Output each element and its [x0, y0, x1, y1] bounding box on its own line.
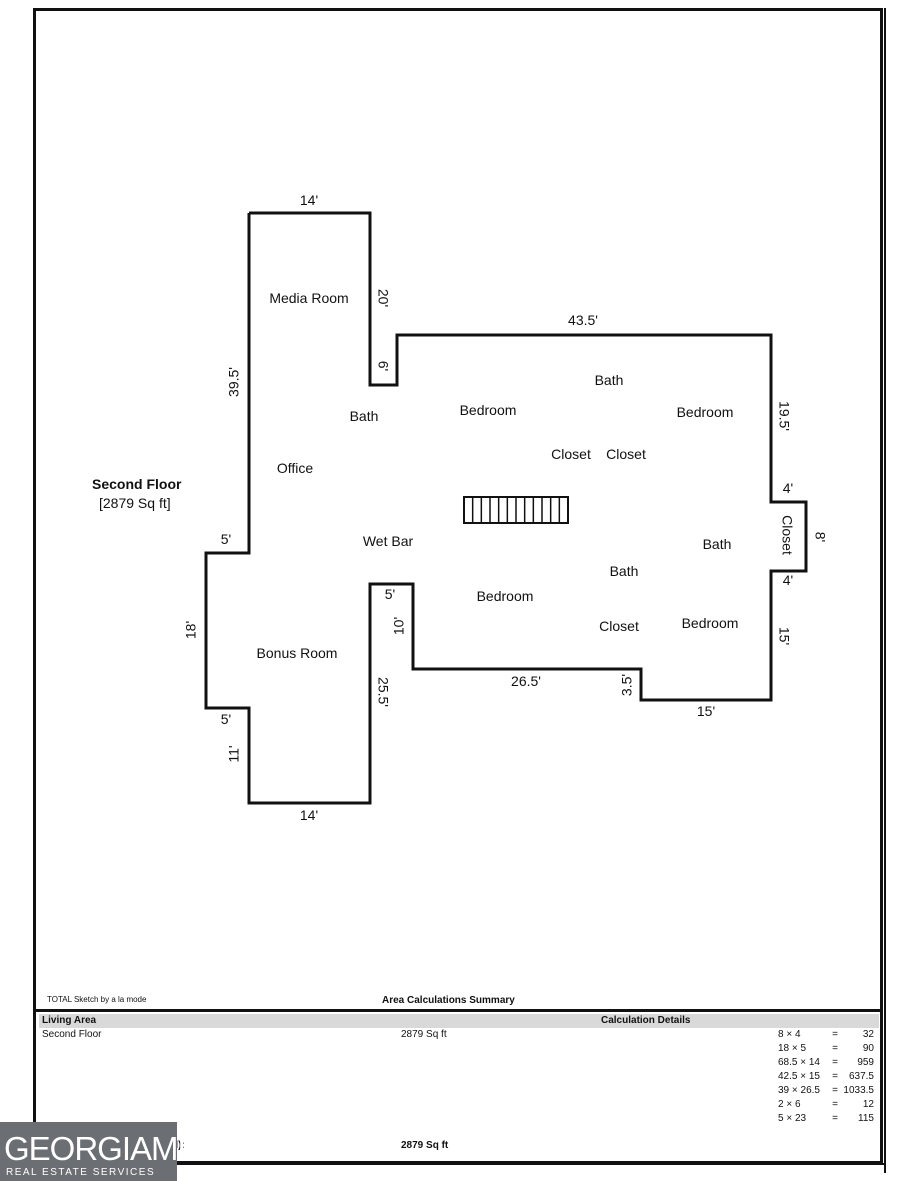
dim-19-5: 19.5' — [776, 401, 792, 431]
summary-header-bar — [39, 1014, 879, 1028]
dim-39-5: 39.5' — [226, 367, 242, 397]
calc-row: 39 × 26.5=1033.5 — [778, 1085, 874, 1096]
calc-row: 68.5 × 14=959 — [778, 1057, 874, 1068]
floor-outline — [204, 211, 808, 805]
calc-row: 5 × 23=115 — [778, 1113, 874, 1124]
page-frame — [33, 8, 883, 1164]
dim-15-bottom: 15' — [697, 703, 715, 719]
calc-row: 18 × 5=90 — [778, 1043, 874, 1054]
dim-5-bot: 5' — [221, 711, 231, 727]
dim-15-right: 15' — [776, 627, 792, 645]
room-bath-3: Bath — [610, 563, 639, 579]
dim-4-top: 4' — [783, 480, 793, 496]
dim-26-5: 26.5' — [511, 673, 541, 689]
dim-43-5: 43.5' — [568, 312, 598, 328]
total-label: d): — [172, 1140, 185, 1151]
logo-main-text: GEORGIAMLS — [4, 1130, 217, 1167]
dim-4-bot: 4' — [783, 572, 793, 588]
sketch-credit: TOTAL Sketch by a la mode — [47, 995, 147, 1004]
room-closet-3: Closet — [599, 618, 639, 634]
room-bath-4: Bath — [703, 536, 732, 552]
dim-5-mid: 5' — [385, 586, 395, 602]
dim-6: 6' — [375, 361, 391, 371]
calc-row: 42.5 × 15=637.5 — [778, 1071, 874, 1082]
room-closet-2: Closet — [606, 446, 646, 462]
frame-shadow-right — [884, 8, 886, 1173]
dim-3-5: 3.5' — [619, 674, 635, 696]
row-floor-area: 2879 Sq ft — [401, 1029, 447, 1040]
summary-title: Area Calculations Summary — [382, 995, 515, 1006]
calc-row: 2 × 6=12 — [778, 1099, 874, 1110]
room-bonus-room: Bonus Room — [257, 645, 338, 661]
floor-area: [2879 Sq ft] — [99, 495, 171, 511]
dim-5-top: 5' — [221, 531, 231, 547]
logo-sub-text: REAL ESTATE SERVICES — [6, 1167, 156, 1178]
living-area-header: Living Area — [42, 1015, 97, 1026]
row-floor-name: Second Floor — [42, 1029, 102, 1040]
room-bedroom-1: Bedroom — [460, 402, 517, 418]
calc-details-header: Calculation Details — [601, 1015, 691, 1026]
calc-details-list: 8 × 4=32 18 × 5=90 68.5 × 14=959 42.5 × … — [778, 1028, 874, 1126]
floor-title: Second Floor — [92, 476, 182, 492]
total-value: 2879 Sq ft — [401, 1140, 449, 1151]
room-bath-2: Bath — [595, 372, 624, 388]
room-bedroom-2: Bedroom — [677, 404, 734, 420]
dim-8: 8' — [812, 532, 828, 542]
dim-11: 11' — [226, 745, 242, 762]
room-media-room: Media Room — [269, 290, 348, 306]
dim-top-14: 14' — [300, 192, 318, 208]
calc-row: 8 × 4=32 — [778, 1029, 874, 1040]
summary-divider — [36, 1009, 882, 1012]
room-bedroom-3: Bedroom — [477, 588, 534, 604]
room-wet-bar: Wet Bar — [363, 533, 414, 549]
stairs-icon — [463, 496, 569, 524]
dim-18: 18' — [183, 621, 199, 639]
dim-bottom-14: 14' — [300, 807, 318, 823]
room-closet-4: Closet — [779, 515, 795, 555]
frame-shadow-bottom — [36, 1163, 886, 1165]
dim-10: 10' — [391, 617, 407, 635]
room-bath-1: Bath — [350, 408, 379, 424]
dim-20: 20' — [375, 289, 391, 307]
room-closet-1: Closet — [551, 446, 591, 462]
room-bedroom-4: Bedroom — [682, 615, 739, 631]
georgia-mls-logo: GEORGIAMLS REAL ESTATE SERVICES — [0, 1122, 217, 1181]
dim-25-5: 25.5' — [375, 677, 391, 707]
room-office: Office — [277, 460, 314, 476]
